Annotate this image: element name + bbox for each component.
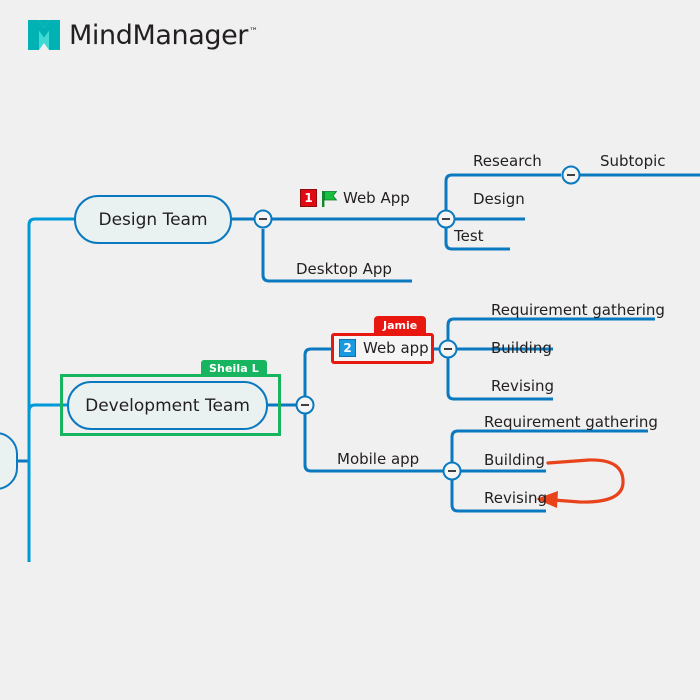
- mindmanager-m-logo-icon: [28, 18, 60, 52]
- collaborator-label-jamie: Jamie: [374, 316, 427, 334]
- node-web-app-dev[interactable]: 2 Web app: [339, 337, 429, 359]
- node-revising-mobile-label[interactable]: Revising: [484, 489, 548, 507]
- connector-mobileapp-to-revising: [450, 479, 546, 513]
- collaborator-label-sheila: Sheila L: [201, 360, 267, 377]
- node-requirement-gathering-web-label[interactable]: Requirement gathering: [491, 301, 665, 319]
- node-design-team[interactable]: Design Team: [74, 195, 232, 244]
- collapse-toggle-research[interactable]: [561, 165, 581, 185]
- connector-dev-to-mobileapp: [303, 414, 438, 473]
- relationship-arrow-building-to-revising[interactable]: [536, 458, 625, 508]
- node-desktop-app-label[interactable]: Desktop App: [296, 260, 392, 278]
- collapse-toggle-dev-team[interactable]: [295, 395, 315, 415]
- connector-trunk-to-dev-team: [27, 403, 67, 412]
- collapse-toggle-webapp-design[interactable]: [436, 209, 456, 229]
- connector-dev-to-webapp: [303, 347, 331, 398]
- connector-trunk-to-design-team: [27, 217, 74, 562]
- app-logo: MindManager™: [28, 18, 258, 52]
- connector-webapp-to-test: [444, 227, 510, 251]
- node-test-label[interactable]: Test: [454, 227, 484, 245]
- connector-webappdev-to-req: [446, 317, 655, 342]
- connector-webappdev-to-revising: [446, 357, 553, 401]
- node-requirement-gathering-mobile-label[interactable]: Requirement gathering: [484, 413, 658, 431]
- node-web-app-dev-label: Web app: [363, 338, 429, 357]
- trademark-symbol: ™: [249, 26, 258, 37]
- connector-webapp-to-research: [444, 173, 561, 212]
- green-flag-icon[interactable]: [322, 190, 338, 207]
- collapse-toggle-mobile-app[interactable]: [442, 461, 462, 481]
- collapse-toggle-webapp-dev[interactable]: [438, 339, 458, 359]
- node-design-label[interactable]: Design: [473, 190, 525, 208]
- node-design-team-label: Design Team: [98, 209, 208, 230]
- node-web-app-design[interactable]: 1 Web App: [300, 188, 410, 208]
- node-building-web-label[interactable]: Building: [491, 339, 552, 357]
- node-development-team[interactable]: Development Team: [67, 381, 268, 430]
- node-subtopic-label[interactable]: Subtopic: [600, 152, 666, 170]
- node-building-mobile-label[interactable]: Building: [484, 451, 545, 469]
- priority-badge-2[interactable]: 2: [339, 339, 356, 357]
- connector-design-to-desktopapp: [261, 229, 412, 283]
- connector-mobileapp-to-req: [450, 429, 648, 464]
- priority-badge-1[interactable]: 1: [300, 189, 317, 207]
- selection-frame-development-team[interactable]: [60, 374, 281, 436]
- node-revising-web-label[interactable]: Revising: [491, 377, 555, 395]
- app-name-text: MindManager: [69, 19, 248, 51]
- node-research-label[interactable]: Research: [473, 152, 542, 170]
- collapse-toggle-design-team[interactable]: [253, 209, 273, 229]
- node-web-app-design-label: Web App: [343, 188, 410, 207]
- node-development-team-label: Development Team: [85, 395, 250, 416]
- app-name: MindManager™: [69, 22, 258, 49]
- node-mobile-app-label[interactable]: Mobile app: [337, 450, 420, 468]
